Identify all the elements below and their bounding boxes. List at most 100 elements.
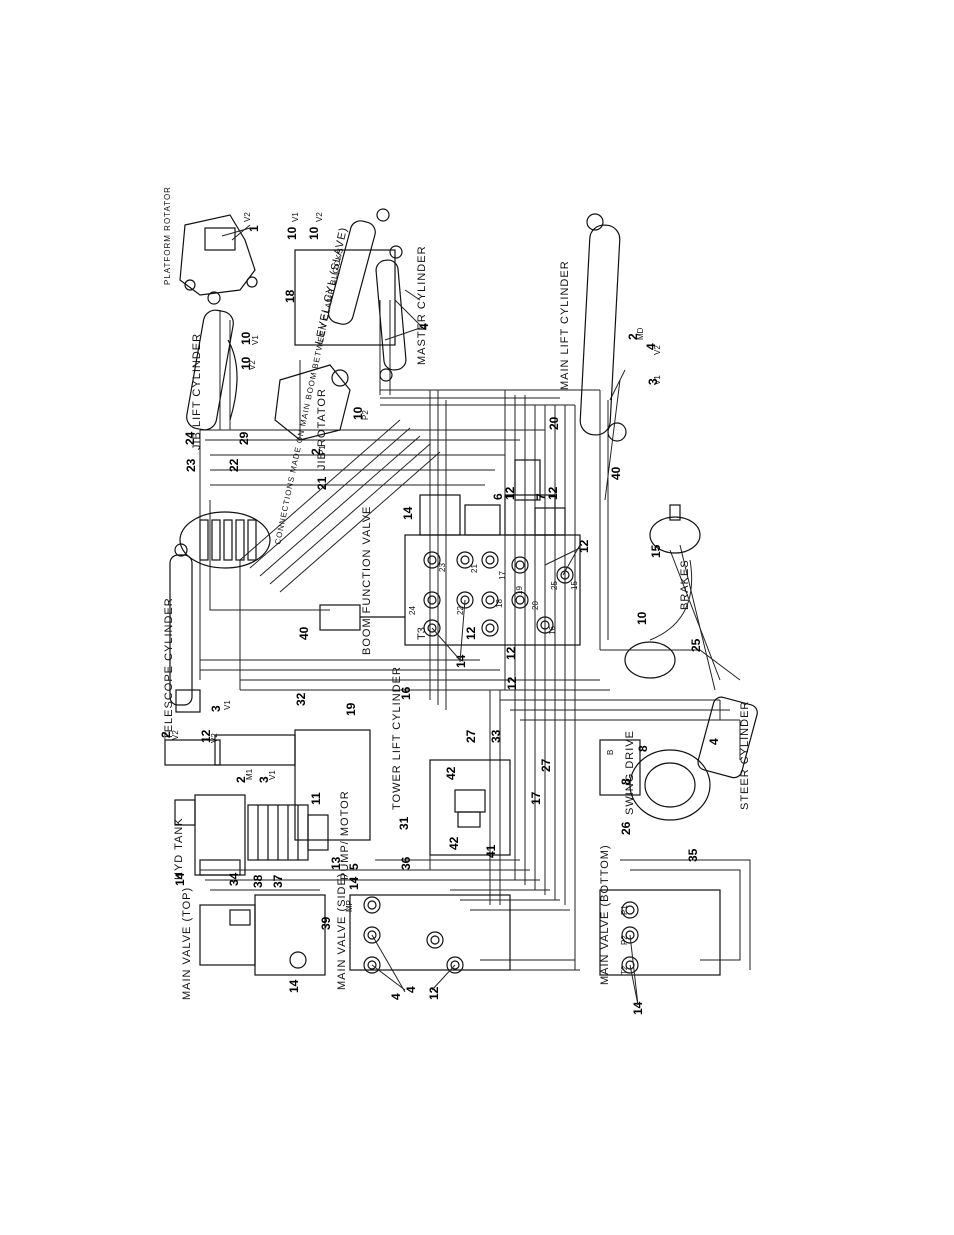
port-v2-mainlift: V2 (653, 345, 662, 355)
jib-rotator (274, 364, 351, 441)
callout-42a: 42 (444, 766, 458, 780)
callout-12h: 12 (505, 676, 519, 690)
port-p2-bottom: P2 (620, 935, 629, 945)
brakes (624, 504, 701, 679)
label-steer-cylinder: STEER CYLINDER (739, 701, 751, 810)
callout-27a: 27 (464, 729, 478, 743)
callout-26: 26 (619, 821, 633, 835)
boom-function-valve (319, 459, 581, 646)
label-platform-rotator: PLATFORM ROTATOR (163, 186, 172, 285)
callout-42b: 42 (447, 836, 461, 850)
callout-4e: 4 (404, 986, 418, 993)
callout-11: 11 (309, 792, 323, 805)
callout-31: 31 (397, 816, 411, 830)
callout-35: 35 (686, 848, 700, 862)
label-jib-rotator: JIB ROTATOR (316, 388, 328, 470)
callout-2b: 2 (626, 333, 640, 340)
level-cylinder-slave (294, 208, 396, 346)
steer-cylinder (697, 696, 758, 779)
label-swing-drive: SWING DRIVE (624, 730, 636, 815)
callout-16: 16 (399, 686, 413, 700)
callout-14b: 14 (454, 654, 468, 668)
callout-27b: 27 (539, 758, 553, 772)
port-v2-platform: V2 (243, 212, 252, 222)
callout-39: 39 (319, 916, 333, 930)
leader-lines (221, 224, 639, 1006)
callout-10d: 10 (239, 356, 253, 370)
bfv-port-22: 22 (456, 606, 465, 615)
label-main-valve-top: MAIN VALVE (TOP) (181, 887, 193, 1000)
callout-21: 21 (315, 476, 329, 490)
port-p2-rotator: P2 (361, 410, 370, 420)
callout-10a: 10 (285, 226, 299, 240)
callout-5: 5 (347, 863, 361, 870)
platform-rotator (179, 214, 258, 296)
label-main-lift-cylinder: MAIN LIFT CYLINDER (559, 260, 571, 390)
port-v1-tele: V1 (223, 700, 232, 710)
master-cylinder (375, 245, 407, 382)
main-valve-top (199, 894, 326, 976)
label-main-valve-bottom: MAIN VALVE (BOTTOM) (599, 844, 611, 985)
port-v2-tele: V2 (171, 730, 180, 740)
main-lift-cylinder (579, 213, 627, 442)
callout-12e: 12 (504, 646, 518, 660)
port-v1-tower: V1 (268, 770, 277, 780)
port-p1-rotator: P1 (318, 445, 327, 455)
callout-3b: 3 (209, 705, 223, 712)
clamp-blocks (179, 511, 271, 569)
callout-25: 25 (689, 638, 703, 652)
label-main-valve-side: MAIN VALVE (SIDE) (336, 873, 348, 990)
port-markings: V2 V1 V2 V1 V2 P2 P1 MD V2 V1 V1 V2 V2 M… (171, 212, 662, 975)
callout-4c: 4 (707, 738, 721, 745)
callout-24: 24 (183, 431, 197, 445)
callout-12c: 12 (577, 539, 591, 553)
port-p1-bottom: P1 (620, 905, 629, 915)
callout-2a: 2 (309, 448, 323, 455)
pump-motor (247, 804, 329, 861)
label-tower-lift-cylinder: TOWER LIFT CYLINDER (391, 666, 403, 810)
callout-41: 41 (484, 844, 498, 858)
callout-19: 19 (344, 702, 358, 716)
callout-1: 1 (247, 225, 261, 232)
callout-14f: 14 (631, 1001, 645, 1015)
callout-14a: 14 (401, 506, 415, 520)
tower-lift-cylinder (164, 729, 371, 841)
callout-18: 18 (283, 289, 297, 303)
callout-4d: 4 (389, 993, 403, 1000)
callout-40b: 40 (297, 626, 311, 640)
label-level-cyl-slave: LEVEL CYL (SLAVE) (313, 226, 350, 346)
port-t3-bfv: T3 (416, 627, 428, 640)
main-valve-side (349, 894, 511, 974)
telescope-cylinder (169, 543, 201, 713)
callout-12d: 12 (464, 626, 478, 640)
callout-34: 34 (227, 872, 241, 886)
callout-12g: 12 (427, 986, 441, 1000)
port-b-swing: B (606, 750, 615, 755)
port-v1-jib: V1 (251, 335, 260, 345)
callout-22: 22 (227, 458, 241, 472)
port-t2-bottom: T2 (620, 965, 629, 975)
callout-2c: 2 (159, 731, 173, 738)
port-v1-mainlift: V1 (653, 375, 662, 385)
port-mp-mainvalve: MP (345, 900, 354, 912)
callout-4a: 4 (417, 323, 431, 330)
label-hyd-tank: HYD TANK (173, 817, 185, 880)
label-pump-motor: PUMP/ MOTOR (339, 790, 351, 880)
bfv-port-21: 21 (470, 564, 479, 573)
port-m1-tower: M1 (245, 768, 254, 780)
callout-37: 37 (271, 874, 285, 888)
callout-10b: 10 (307, 226, 321, 240)
callout-12b: 12 (546, 486, 560, 500)
bfv-port-23: 23 (438, 563, 447, 572)
label-master-cylinder: MASTER CYLINDER (416, 245, 428, 365)
callout-15: 15 (649, 544, 663, 558)
port-v2-level: V2 (315, 212, 324, 222)
bfv-port-16: 16 (548, 626, 557, 635)
callout-10e: 10 (351, 406, 365, 420)
boom-valve-port-numbers: 24 22 18 16 20 19 17 25 15 23 21 (408, 563, 579, 635)
callout-3c: 3 (257, 776, 271, 783)
callout-33: 33 (489, 729, 503, 743)
callout-3a: 3 (646, 378, 660, 385)
port-md-mainlift: MD (636, 327, 645, 340)
